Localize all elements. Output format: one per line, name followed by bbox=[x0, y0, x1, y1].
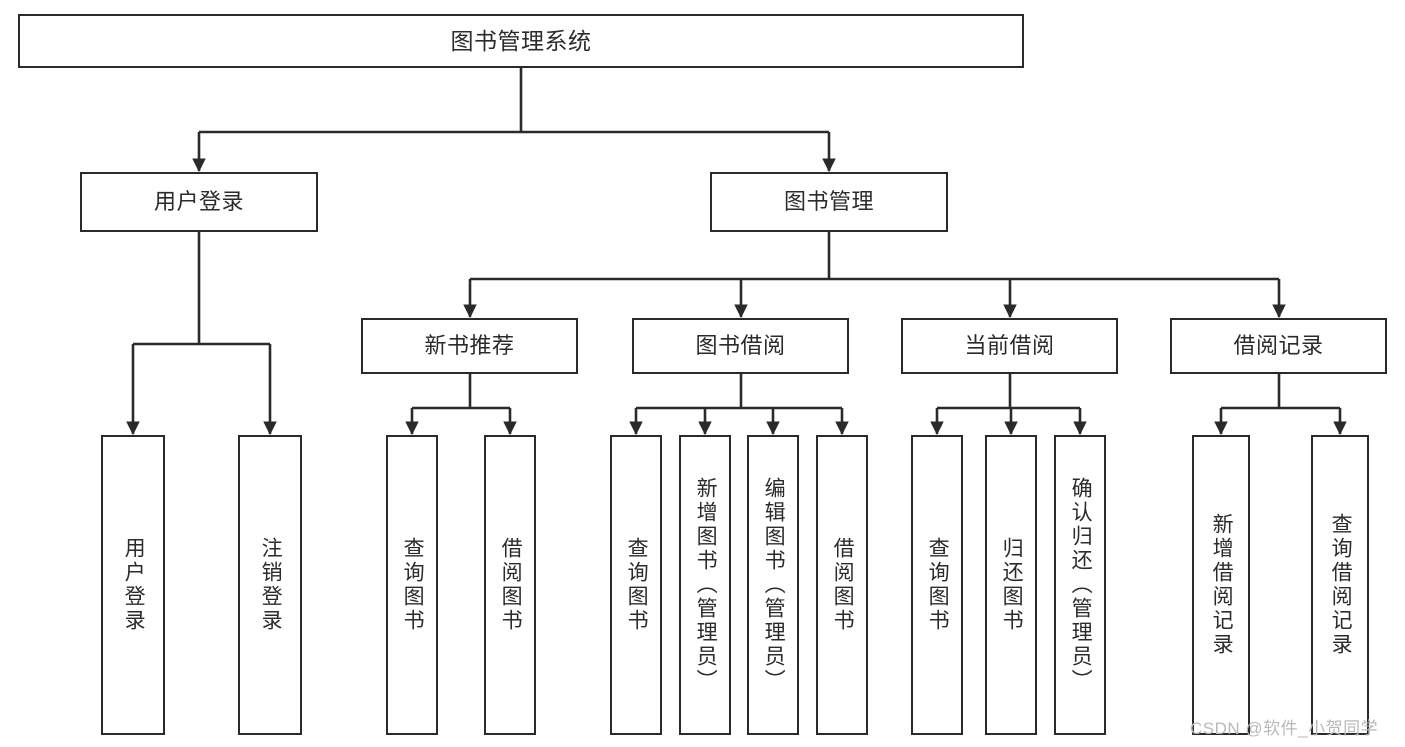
node-label: 用户登录 bbox=[153, 189, 244, 215]
node-label: 查询借阅记录 bbox=[1329, 513, 1353, 657]
node-new-book-rec[interactable]: 新书推荐 bbox=[361, 318, 578, 374]
node-label: 借阅图书 bbox=[831, 537, 855, 633]
node-label: 新书推荐 bbox=[424, 333, 515, 359]
node-label: 图书借阅 bbox=[695, 333, 786, 359]
node-leaf-confirm-return[interactable]: 确认归还（管理员） bbox=[1054, 435, 1106, 735]
node-leaf-add-book[interactable]: 新增图书（管理员） bbox=[679, 435, 731, 735]
node-leaf-return-book[interactable]: 归还图书 bbox=[985, 435, 1037, 735]
node-label: 查询图书 bbox=[401, 537, 425, 633]
node-leaf-query-book-1[interactable]: 查询图书 bbox=[386, 435, 438, 735]
node-leaf-borrow-book-1[interactable]: 借阅图书 bbox=[484, 435, 536, 735]
node-borrow-record[interactable]: 借阅记录 bbox=[1170, 318, 1387, 374]
node-label: 新增图书（管理员） bbox=[694, 477, 718, 693]
node-leaf-query-book-3[interactable]: 查询图书 bbox=[911, 435, 963, 735]
node-label: 确认归还（管理员） bbox=[1069, 477, 1093, 693]
node-label: 用户登录 bbox=[122, 537, 146, 633]
node-leaf-borrow-book-2[interactable]: 借阅图书 bbox=[816, 435, 868, 735]
node-label: 新增借阅记录 bbox=[1210, 513, 1234, 657]
node-leaf-add-record[interactable]: 新增借阅记录 bbox=[1192, 435, 1250, 735]
node-root[interactable]: 图书管理系统 bbox=[18, 14, 1024, 68]
node-book-borrow[interactable]: 图书借阅 bbox=[632, 318, 849, 374]
node-leaf-user-login[interactable]: 用户登录 bbox=[101, 435, 165, 735]
node-leaf-query-book-2[interactable]: 查询图书 bbox=[610, 435, 662, 735]
node-leaf-edit-book[interactable]: 编辑图书（管理员） bbox=[747, 435, 799, 735]
node-label: 图书管理系统 bbox=[450, 27, 592, 54]
node-label: 借阅图书 bbox=[499, 537, 523, 633]
node-label: 查询图书 bbox=[926, 537, 950, 633]
node-label: 查询图书 bbox=[625, 537, 649, 633]
node-book-manage[interactable]: 图书管理 bbox=[710, 172, 948, 232]
node-label: 当前借阅 bbox=[964, 333, 1055, 359]
csdn-watermark: CSDN @软件_小贺同学 bbox=[1190, 719, 1379, 738]
node-leaf-query-record[interactable]: 查询借阅记录 bbox=[1311, 435, 1369, 735]
node-label: 图书管理 bbox=[783, 189, 874, 215]
node-label: 注销登录 bbox=[259, 537, 283, 633]
node-label: 编辑图书（管理员） bbox=[762, 477, 786, 693]
node-label: 借阅记录 bbox=[1233, 333, 1324, 359]
node-leaf-user-logout[interactable]: 注销登录 bbox=[238, 435, 302, 735]
node-label: 归还图书 bbox=[1000, 537, 1024, 633]
node-user-login[interactable]: 用户登录 bbox=[80, 172, 318, 232]
node-current-borrow[interactable]: 当前借阅 bbox=[901, 318, 1118, 374]
